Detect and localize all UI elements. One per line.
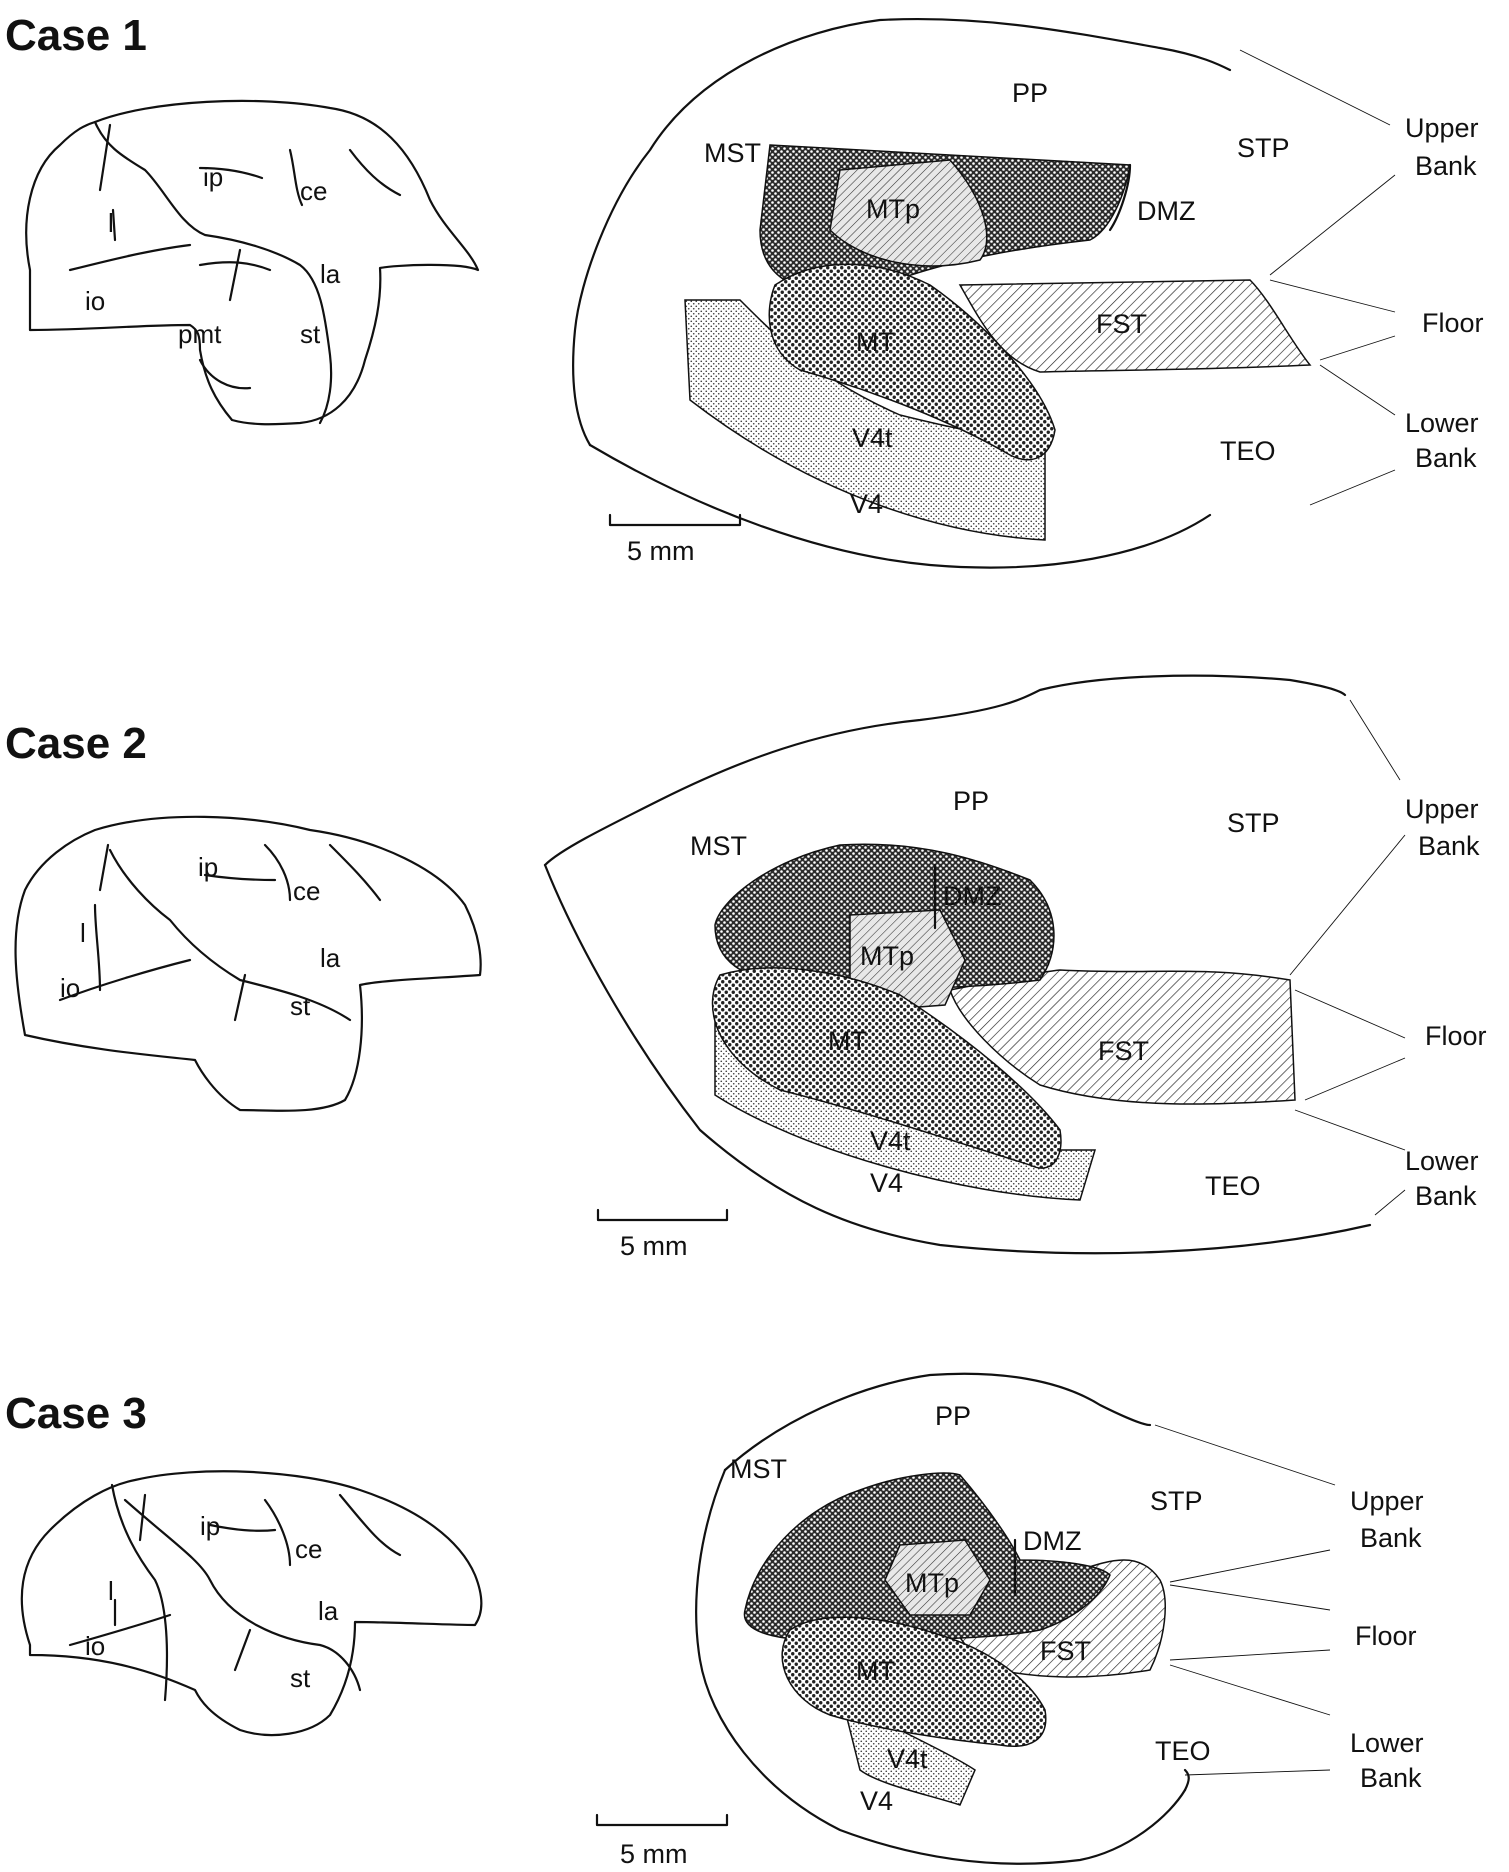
- case-3-area-MTp: [884, 1539, 991, 1616]
- case-1-area-MTp-label: MTp: [866, 194, 920, 224]
- case-1-sulcus-la: la: [320, 259, 341, 289]
- case-1-area-TEO: TEO: [1220, 436, 1276, 466]
- case-1-sulcus-io: io: [85, 286, 105, 316]
- case-2-area-MTp-label: MTp: [860, 941, 914, 971]
- case-1-area-V4t: V4t: [852, 423, 893, 453]
- case-2-sulcus-la: la: [320, 943, 341, 973]
- case-2-sulcus-ce: ce: [293, 876, 320, 906]
- case-2-area-V4-label: V4: [870, 1168, 903, 1198]
- case-3-title: Case 3: [5, 1389, 147, 1438]
- case-2-sulcus-st: st: [290, 991, 311, 1021]
- case-2-area-MT-label: MT: [828, 1026, 867, 1056]
- case-1-sulcus-ip: ip: [203, 162, 223, 192]
- case-1-flatmap: [572, 17, 1312, 569]
- case-2-bank-leaders: [1289, 699, 1406, 1216]
- case-1: Case 1 ip ce l la io pmt st: [5, 11, 1484, 569]
- case-3-sulcus-l: l: [108, 1576, 114, 1606]
- case-3-floor: Floor: [1355, 1621, 1417, 1651]
- case-3-sulcus-ce: ce: [295, 1534, 322, 1564]
- case-3-brain-outline: [20, 1470, 483, 1737]
- case-3-area-V4t: V4t: [887, 1744, 928, 1774]
- case-1-brain-outline: [25, 99, 480, 426]
- case-3-area-V4-label: V4: [860, 1786, 893, 1816]
- case-3-scale-label: 5 mm: [620, 1839, 688, 1869]
- case-3-area-MT: [781, 1616, 1047, 1747]
- case-3-area-STP: STP: [1150, 1486, 1203, 1516]
- case-3-upper-bank-2: Bank: [1360, 1523, 1422, 1553]
- case-2-sulcus-io: io: [60, 973, 80, 1003]
- case-2-scale-label: 5 mm: [620, 1231, 688, 1261]
- case-1-area-STP: STP: [1237, 133, 1290, 163]
- case-1-sulcus-l: l: [108, 208, 114, 238]
- case-2-area-PP: PP: [953, 786, 989, 816]
- case-2-area-MST-label: MST: [690, 831, 747, 861]
- case-1-sulcus-ce: ce: [300, 176, 327, 206]
- case-2-area-STP: STP: [1227, 808, 1280, 838]
- case-2-upper-bank-1: Upper: [1405, 794, 1479, 824]
- case-1-area-MST-label: MST: [704, 138, 761, 168]
- case-2-floor: Floor: [1425, 1021, 1487, 1051]
- case-1-scale-label: 5 mm: [627, 536, 695, 566]
- case-3-lower-bank-1: Lower: [1350, 1728, 1424, 1758]
- case-3-sulcus-io: io: [85, 1631, 105, 1661]
- case-1-bank-leaders: [1239, 49, 1396, 506]
- case-1-area-PP: PP: [1012, 78, 1048, 108]
- case-1-area-MTp: [829, 159, 988, 267]
- case-3-flatmap: [695, 1372, 1190, 1865]
- case-3-bank-leaders: [1154, 1424, 1336, 1776]
- case-2: Case 2 ip ce l la io st PP: [5, 674, 1487, 1261]
- case-1-area-DMZ: DMZ: [1137, 196, 1195, 226]
- case-2-area-MT: [711, 967, 1062, 1169]
- case-1-upper-bank-1: Upper: [1405, 113, 1479, 143]
- case-2-flatmap: [543, 674, 1372, 1255]
- case-3-area-PP: PP: [935, 1401, 971, 1431]
- case-3-sulcus-ip: ip: [200, 1511, 220, 1541]
- case-2-area-FST: [949, 969, 1296, 1105]
- case-1-sulcus-st: st: [300, 319, 321, 349]
- case-1-scale-bar: [608, 513, 742, 527]
- case-3-area-MST-label: MST: [730, 1454, 787, 1484]
- case-3-area-MTp-label: MTp: [905, 1568, 959, 1598]
- case-3-sulcus-st: st: [290, 1663, 311, 1693]
- case-1-lower-bank-1: Lower: [1405, 408, 1479, 438]
- case-1-area-V4-label: V4: [850, 489, 883, 519]
- case-2-area-DMZ: DMZ: [943, 881, 1001, 911]
- case-2-scale-bar: [596, 1208, 729, 1222]
- case-3-area-TEO: TEO: [1155, 1736, 1211, 1766]
- case-2-sulcus-ip: ip: [198, 852, 218, 882]
- case-3-area-DMZ: DMZ: [1023, 1526, 1081, 1556]
- case-2-lower-bank-1: Lower: [1405, 1146, 1479, 1176]
- case-1-area-MT-label: MT: [856, 327, 895, 357]
- case-1-floor: Floor: [1422, 308, 1484, 338]
- case-3-area-FST-label: FST: [1040, 1636, 1091, 1666]
- case-1-title: Case 1: [5, 11, 147, 60]
- case-2-brain-outline: [14, 815, 482, 1112]
- case-3-area-MT-label: MT: [856, 1656, 895, 1686]
- case-2-lower-bank-2: Bank: [1415, 1181, 1477, 1211]
- case-3-sulcus-la: la: [318, 1596, 339, 1626]
- case-2-area-FST-label: FST: [1098, 1036, 1149, 1066]
- case-3-scale-bar: [595, 1813, 729, 1827]
- case-1-area-MT: [768, 263, 1056, 461]
- case-2-upper-bank-2: Bank: [1418, 831, 1480, 861]
- case-1-area-FST-label: FST: [1096, 309, 1147, 339]
- case-3-upper-bank-1: Upper: [1350, 1486, 1424, 1516]
- case-2-title: Case 2: [5, 719, 147, 768]
- case-3-lower-bank-2: Bank: [1360, 1763, 1422, 1793]
- case-2-sulcus-l: l: [80, 918, 86, 948]
- case-1-lower-bank-2: Bank: [1415, 443, 1477, 473]
- case-1-sulcus-pmt: pmt: [178, 319, 222, 349]
- case-1-upper-bank-2: Bank: [1415, 151, 1477, 181]
- case-2-area-V4t: V4t: [870, 1126, 911, 1156]
- case-2-area-TEO: TEO: [1205, 1171, 1261, 1201]
- case-3: Case 3 ip ce l la io st: [5, 1372, 1424, 1869]
